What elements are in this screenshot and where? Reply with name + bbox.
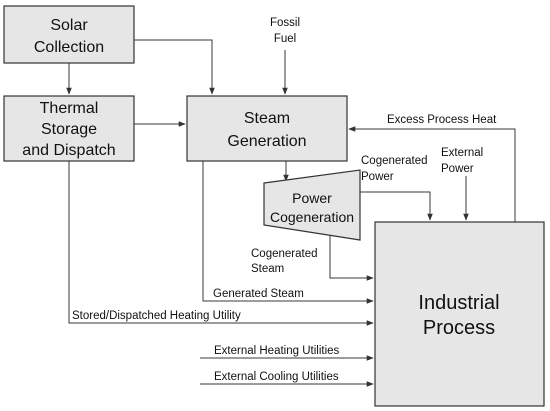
solar-collection-box: Solar Collection — [3, 5, 135, 64]
cogen-steam-label-2: Steam — [251, 263, 284, 275]
fossil-line2: Fuel — [274, 33, 296, 45]
industrial-line1: Industrial — [418, 292, 499, 314]
solar-line1: Solar — [50, 17, 88, 34]
cogen-steam-arrow — [329, 225, 374, 281]
solar-line2: Collection — [34, 39, 104, 56]
ext-heating-label: External Heating Utilities — [214, 345, 340, 357]
steam-line2: Generation — [227, 133, 306, 150]
steam-line1: Steam — [244, 110, 290, 127]
steam-generation-box: Steam Generation — [186, 95, 348, 162]
thermal-line1: Thermal — [40, 100, 99, 117]
power-cogeneration-shape: Power Cogeneration — [263, 169, 361, 241]
power-line1: Power — [292, 190, 332, 206]
ext-cooling-label: External Cooling Utilities — [214, 371, 339, 383]
excess-heat-label: Excess Process Heat — [387, 114, 497, 126]
external-power-label-2: Power — [441, 163, 474, 175]
cogen-power-label-1: Cogenerated — [361, 155, 428, 167]
thermal-storage-box: Thermal Storage and Dispatch — [3, 95, 135, 162]
industrial-line2: Process — [423, 317, 495, 339]
stored-heating-label: Stored/Dispatched Heating Utility — [72, 310, 241, 322]
generated-steam-label: Generated Steam — [213, 288, 304, 300]
external-power-label-1: External — [441, 147, 483, 159]
thermal-line2: Storage — [41, 121, 97, 138]
cogen-steam-label-1: Cogenerated — [251, 248, 318, 260]
power-line2: Cogeneration — [270, 209, 354, 225]
fossil-line1: Fossil — [270, 17, 300, 29]
connectors — [66, 39, 516, 387]
stored-heating-arrow — [68, 161, 374, 326]
excess-heat-arrow — [348, 126, 516, 222]
solar-to-steam-arrow — [134, 39, 215, 95]
industrial-process-box: Industrial Process — [374, 221, 545, 407]
cogen-power-arrow — [360, 191, 433, 221]
generated-steam-arrow — [202, 161, 374, 304]
cogen-power-label-2: Power — [361, 171, 394, 183]
thermal-line3: and Dispatch — [22, 142, 115, 159]
